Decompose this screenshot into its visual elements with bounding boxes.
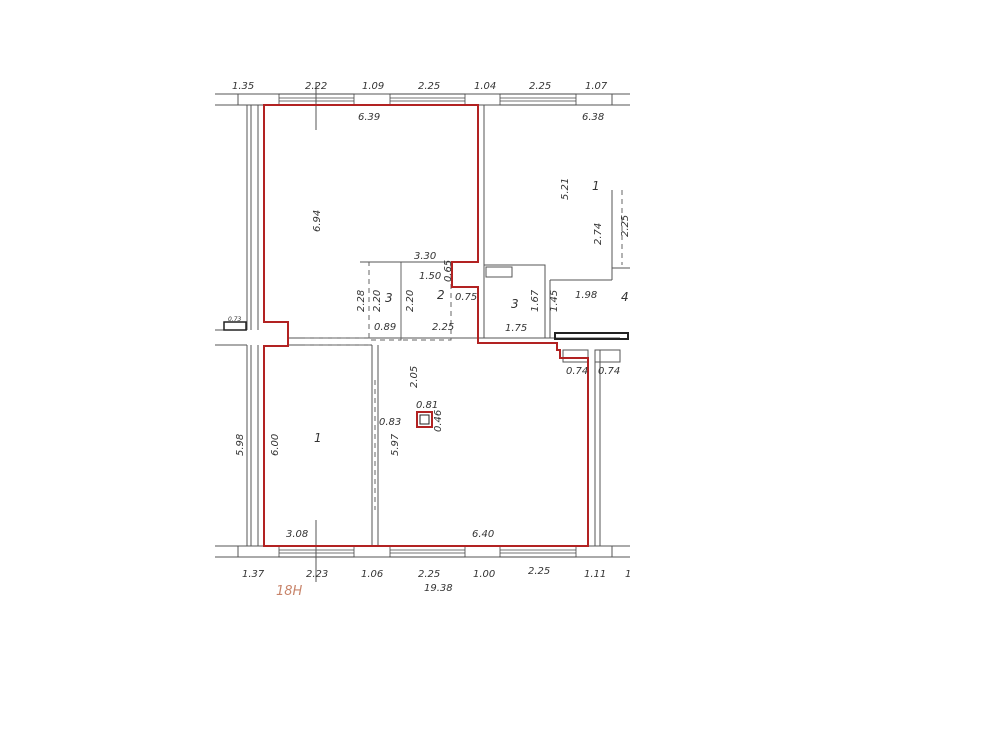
dim-label: 6.40 [472,529,494,540]
top-dimensions: 1.35 2.22 1.09 2.25 1.04 2.25 1.07 [232,81,608,92]
room-number: 2 [437,288,445,302]
dim-label: 2.25 [528,566,550,577]
dim-label: 6.38 [582,112,604,123]
dim-label: 2.05 [409,366,420,388]
dim-label: 2.20 [372,290,383,312]
dim-label: 1.04 [474,81,496,92]
dim-label: 2.22 [305,81,327,92]
dim-label: 0.81 [416,400,438,411]
dim-label: 2.23 [306,569,328,580]
dim-label: 5.98 [235,434,246,456]
dim-label: 0.74 [598,366,620,377]
dim-label: 0.74 [566,366,588,377]
window [499,545,577,558]
dim-label: 1.45 [549,290,560,312]
dim-label: 0.83 [379,417,401,428]
dim-label: 1.75 [505,323,527,334]
dim-label: 2.25 [432,322,454,333]
dim-label: 1.67 [530,289,541,312]
dim-label: 0.75 [455,292,477,303]
dim-label: 1.09 [362,81,384,92]
dim-label: 2.74 [593,223,604,245]
dim-label: 2.25 [529,81,551,92]
dim-label: 5.21 [560,178,571,200]
dim-label: 3.30 [414,251,436,262]
dim-label: 1.00 [473,569,495,580]
inner-dimensions: 6.39 6.38 6.94 5.21 1 2.74 2.25 3.30 1.5… [228,112,631,540]
dim-label: 5.97 [390,433,401,456]
dim-label: 6.00 [270,434,281,456]
dim-label: 1.50 [419,271,441,282]
dim-label: 0.65 [443,260,454,282]
dim-label: 2.25 [418,569,440,580]
unit-boundary [263,104,589,547]
dim-label: 1.07 [585,81,608,92]
window [389,93,466,106]
left-wall [215,105,259,546]
room-number: 1 [592,179,600,193]
dim-label: 2.25 [418,81,440,92]
room-number: 3 [511,297,519,311]
dim-label: 1.37 [242,569,265,580]
dim-label: 0.73 [228,316,242,323]
window [499,93,577,106]
room-number: 1 [314,431,322,445]
dim-label: 1.06 [361,569,383,580]
dim-label: 3.08 [286,529,308,540]
room-number: 3 [385,291,393,305]
bottom-dimensions: 1.37 2.23 1.06 2.25 1.00 2.25 1.11 1 19.… [242,566,631,599]
column [416,411,433,428]
dim-label: 6.94 [312,210,323,232]
dim-label: 2.25 [620,215,631,237]
interior-walls [288,105,630,546]
dim-label: 2.20 [405,290,416,312]
room-number: 4 [621,290,629,304]
dim-label: 1 [625,569,631,580]
dim-label: 2.28 [356,290,367,312]
dim-label: 0.89 [374,322,396,333]
dim-label: 0.46 [433,410,444,432]
dim-label: 1.11 [584,569,606,580]
dim-label: 1.35 [232,81,254,92]
total-length: 19.38 [424,583,453,594]
window [389,545,466,558]
plan-label: 18H [276,584,303,599]
dim-label: 1.98 [575,290,597,301]
dim-label: 6.39 [358,112,380,123]
